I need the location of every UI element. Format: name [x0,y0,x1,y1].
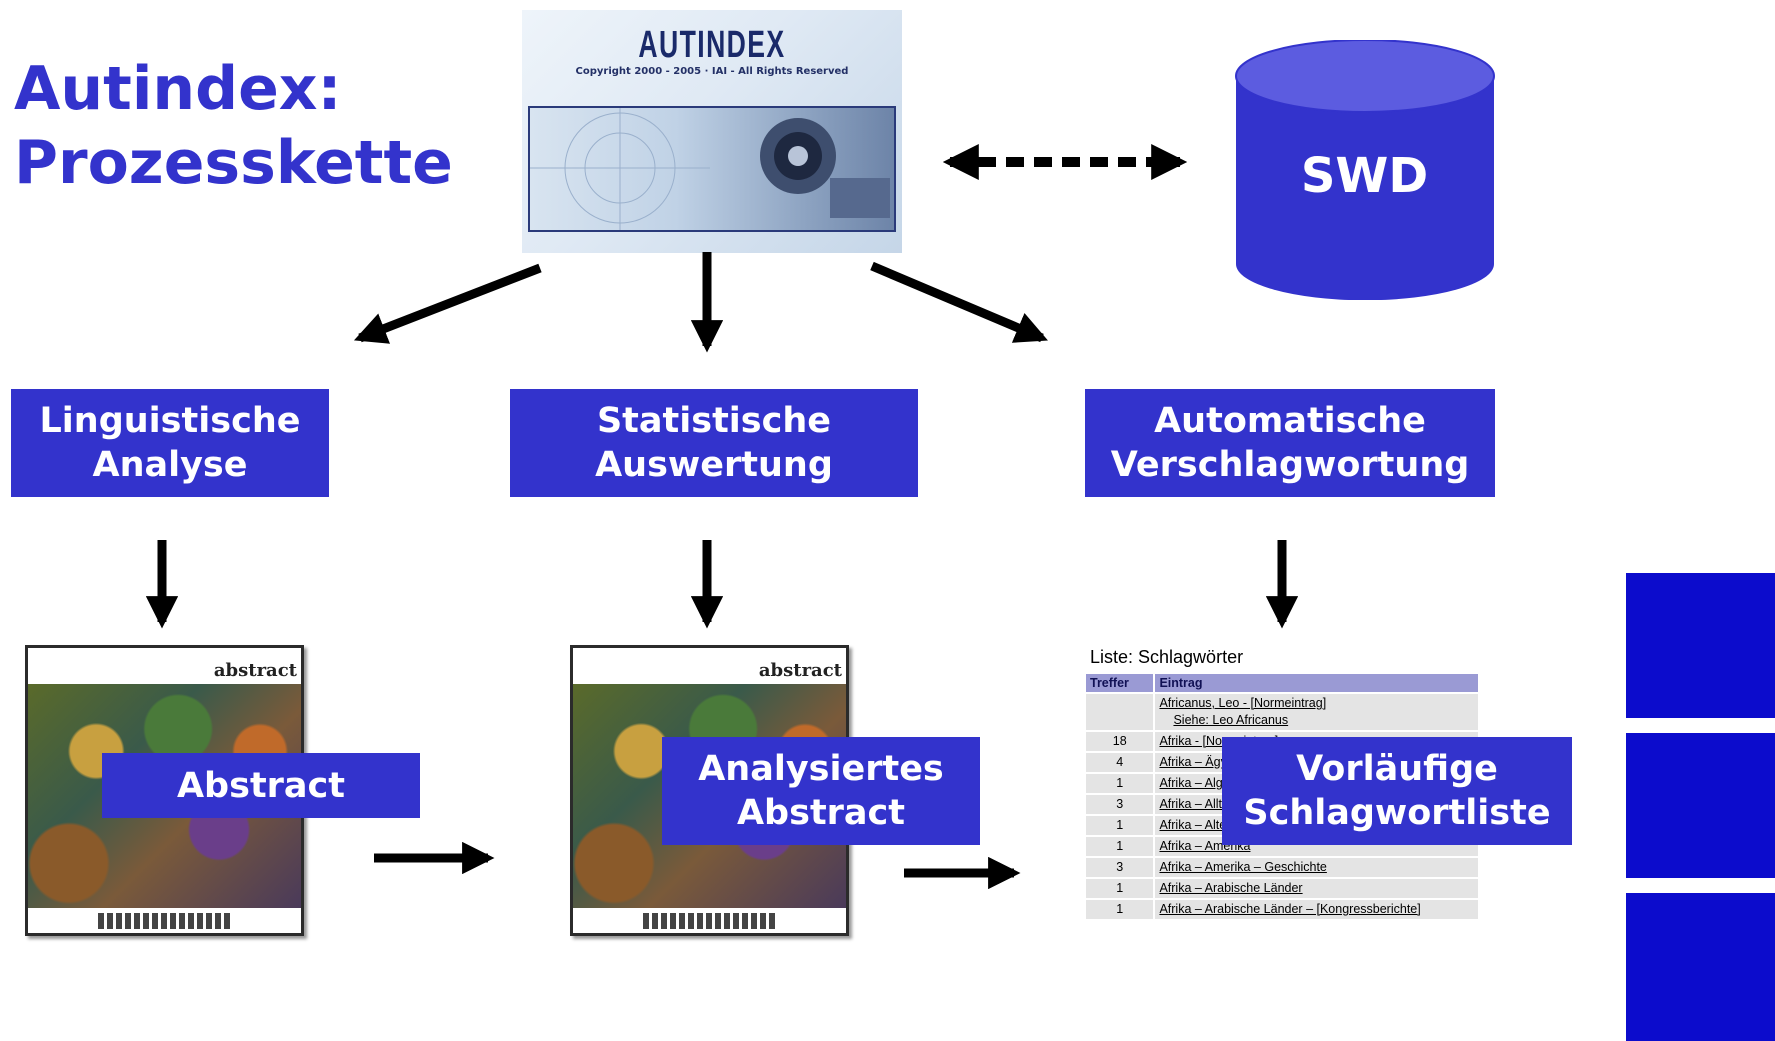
table-row: Africanus, Leo - [Normeintrag] Siehe: Leo… [1086,694,1478,730]
treffer-cell: 1 [1086,774,1154,793]
arrow-to-linguistic [353,263,542,344]
column-header-treffer: Treffer [1086,674,1154,692]
eintrag-cell[interactable]: Afrika – Arabische Länder – [Kongressber… [1155,900,1478,919]
splash-frame [528,106,896,232]
title-line-1: Autindex: [14,54,342,124]
table-header-row: Treffer Eintrag [1086,674,1478,692]
label-analyzed-line-1: Analysiertes [698,749,944,789]
treffer-cell: 3 [1086,858,1154,877]
eintrag-cell[interactable]: Afrika – Arabische Länder [1155,879,1478,898]
step-automatic-line-2: Verschlagwortung [1110,445,1470,485]
treffer-cell: 3 [1086,795,1154,814]
step-automatic-indexing: Automatische Verschlagwortung [1085,389,1495,497]
label-preliminary-keyword-list: Vorläufige Schlagwortliste [1222,737,1572,845]
step-linguistic-line-2: Analyse [92,445,248,485]
decorative-square-1 [1626,573,1775,718]
keyword-list-title: Liste: Schlagwörter [1090,647,1244,667]
step-statistical-line-2: Auswertung [595,445,833,485]
arrow-to-automatic [870,261,1048,343]
cover-footer [98,913,231,929]
cover-footer [643,913,776,929]
step-linguistic-analysis: Linguistische Analyse [11,389,329,497]
label-analyzed-line-2: Abstract [736,793,906,833]
swd-label: SWD [1300,148,1429,204]
decorative-square-3 [1626,893,1775,1041]
step-automatic-line-1: Automatische [1154,401,1426,441]
cover-title: abstract [213,660,297,681]
treffer-cell: 4 [1086,753,1154,772]
label-abstract: Abstract [102,753,420,818]
treffer-cell: 18 [1086,732,1154,751]
decorative-square-2 [1626,733,1775,878]
step-statistical-line-1: Statistische [596,401,832,441]
treffer-cell: 1 [1086,879,1154,898]
label-preliminary-line-2: Schlagwortliste [1243,793,1551,833]
autindex-splash-image: AUTINDEX Copyright 2000 - 2005 · IAI - A… [522,10,902,253]
eintrag-cell[interactable]: Afrika – Amerika – Geschichte [1155,858,1478,877]
database-cylinder-icon [1235,40,1495,300]
page-title: Autindex: Prozesskette [14,52,453,200]
step-statistical-evaluation: Statistische Auswertung [510,389,918,497]
gear-illustration-icon [530,108,890,230]
splash-copyright: Copyright 2000 - 2005 · IAI - All Rights… [575,66,849,77]
eintrag-text: Africanus, Leo - [Normeintrag] [1159,696,1327,710]
eintrag-cell[interactable]: Africanus, Leo - [Normeintrag] Siehe: Leo… [1155,694,1478,730]
treffer-cell [1086,694,1154,730]
treffer-cell: 1 [1086,900,1154,919]
column-header-eintrag: Eintrag [1155,674,1478,692]
cover-title: abstract [758,660,842,681]
treffer-cell: 1 [1086,816,1154,835]
autindex-logo: AUTINDEX [638,24,786,66]
title-line-2: Prozesskette [14,128,453,198]
label-preliminary-line-1: Vorläufige [1296,749,1498,789]
step-linguistic-line-1: Linguistische [39,401,301,441]
label-abstract-text: Abstract [176,765,346,806]
treffer-cell: 1 [1086,837,1154,856]
label-analyzed-abstract: Analysiertes Abstract [662,737,980,845]
see-reference-link[interactable]: Siehe: Leo Africanus [1173,713,1289,727]
